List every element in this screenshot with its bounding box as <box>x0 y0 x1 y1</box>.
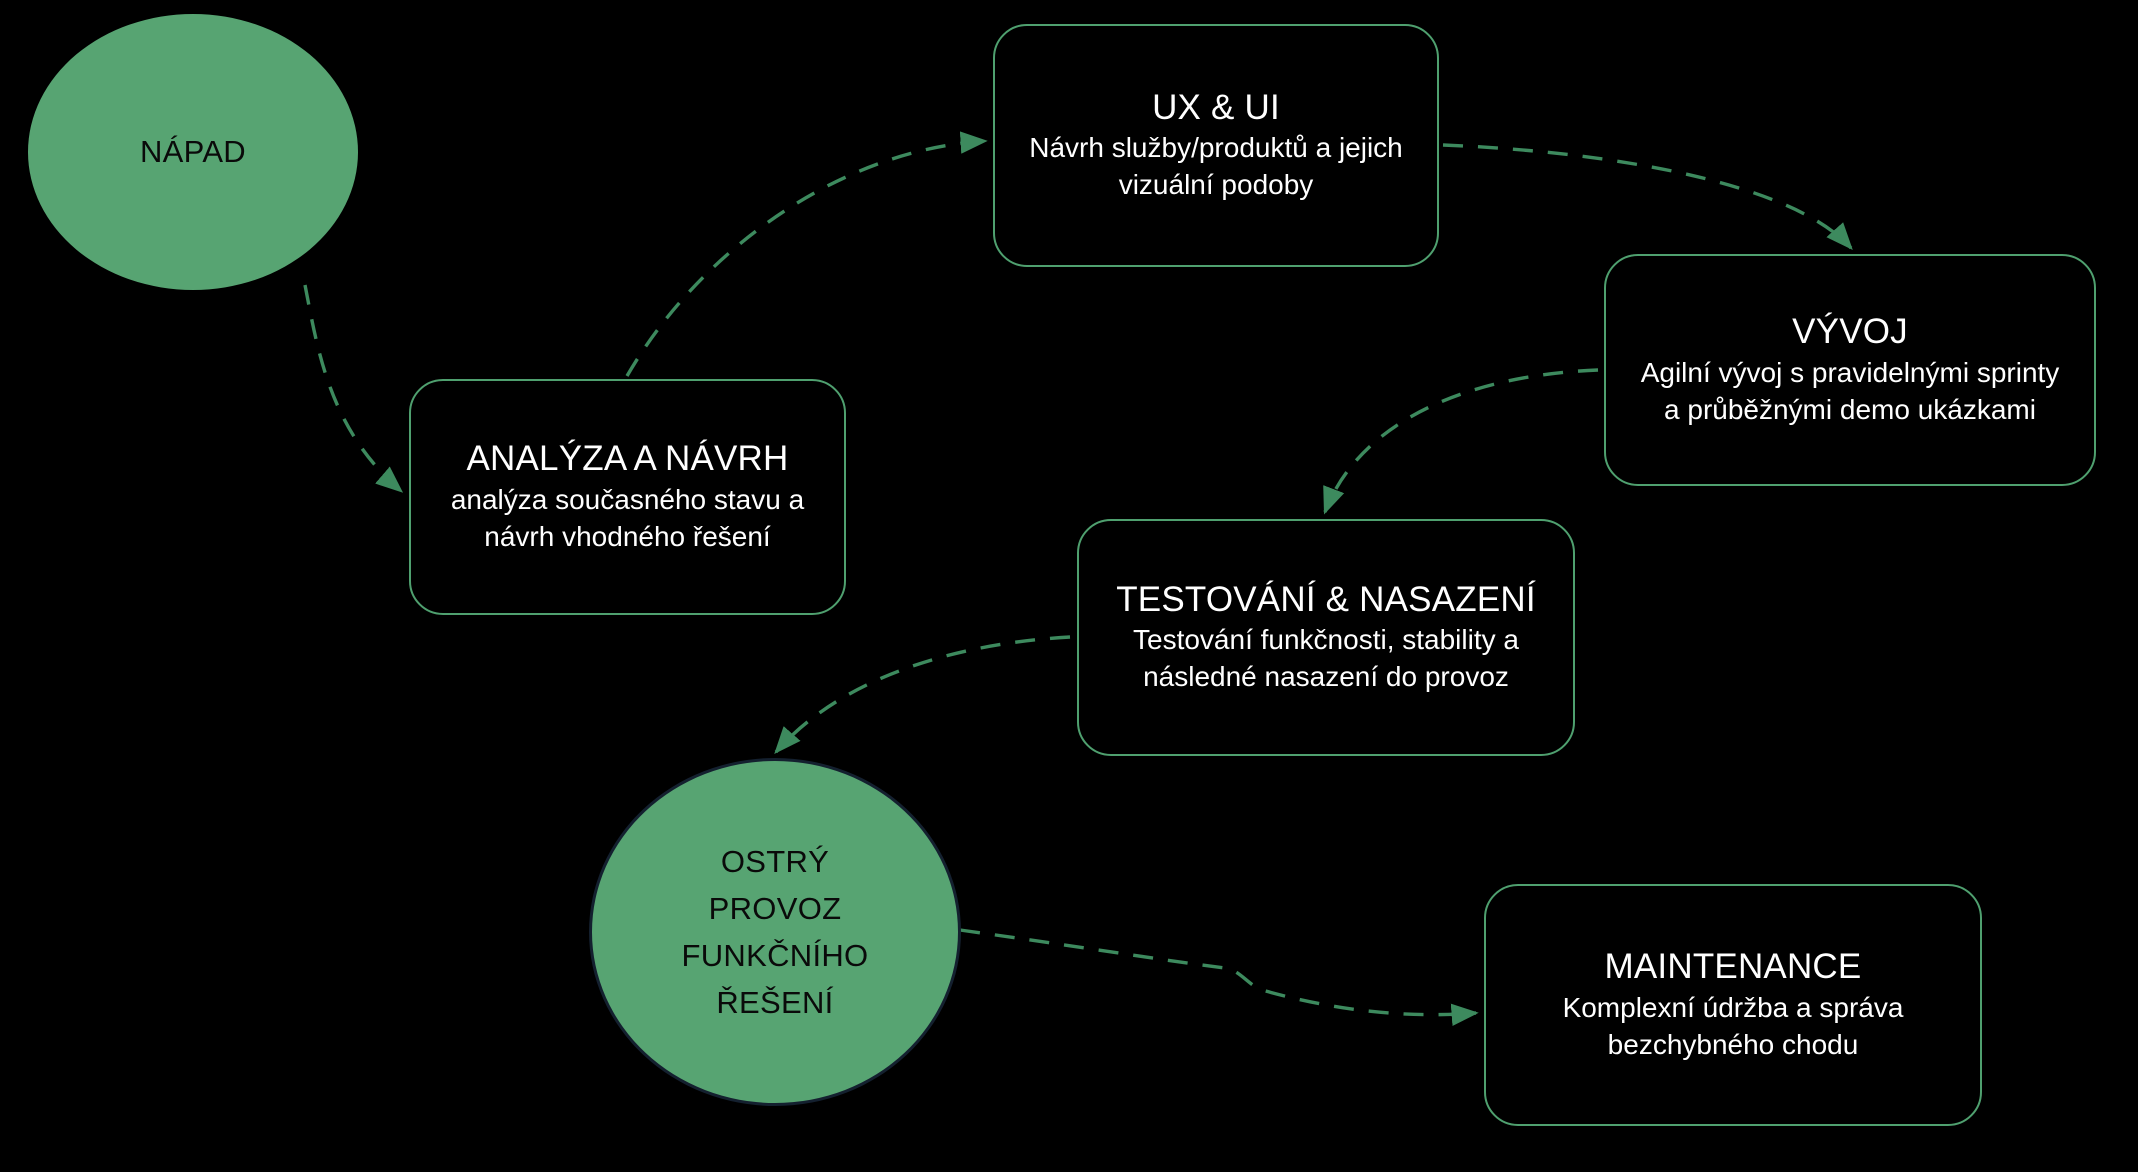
node-ostry-provoz[interactable]: OSTRÝ PROVOZ FUNKČNÍHO ŘEŠENÍ <box>589 758 961 1106</box>
node-desc-ux-ui: Návrh služby/produktů a jejich vizuální … <box>1029 132 1403 201</box>
node-desc-vyvoj: Agilní vývoj s pravidelnými sprinty a pr… <box>1640 356 2060 425</box>
node-title-maintenance: MAINTENANCE <box>1604 947 1862 987</box>
edge-vyvoj-testovani <box>1323 368 1599 515</box>
node-title-ostry-provoz: OSTRÝ PROVOZ FUNKČNÍHO ŘEŠENÍ <box>681 843 869 1021</box>
node-desc-analyza: analýza současného stavu a návrh vhodnéh… <box>450 483 805 552</box>
node-napad[interactable]: NÁPAD <box>28 14 358 290</box>
node-ux-ui[interactable]: UX & UI Návrh služby/produktů a jejich vi… <box>993 24 1439 267</box>
node-title-testovani: TESTOVÁNÍ & NASAZENÍ <box>1116 579 1536 619</box>
edge-napad-analyza <box>303 284 404 493</box>
node-title-napad: NÁPAD <box>139 134 246 170</box>
edge-analyza-uxui <box>625 131 988 377</box>
node-desc-testovani: Testování funkčnosti, stability a násled… <box>1133 624 1519 693</box>
node-title-ux-ui: UX & UI <box>1152 87 1280 127</box>
edge-uxui-vyvoj <box>1442 143 1853 251</box>
edge-ostry-maintenance <box>959 928 1479 1027</box>
node-title-vyvoj: VÝVOJ <box>1792 312 1908 352</box>
edge-testovani-ostry <box>774 635 1071 755</box>
node-desc-maintenance: Komplexní údržba a správa bezchybného ch… <box>1562 991 1904 1060</box>
node-title-analyza: ANALÝZA A NÁVRH <box>466 439 789 479</box>
node-testovani[interactable]: TESTOVÁNÍ & NASAZENÍ Testování funkčnosti… <box>1077 519 1575 756</box>
